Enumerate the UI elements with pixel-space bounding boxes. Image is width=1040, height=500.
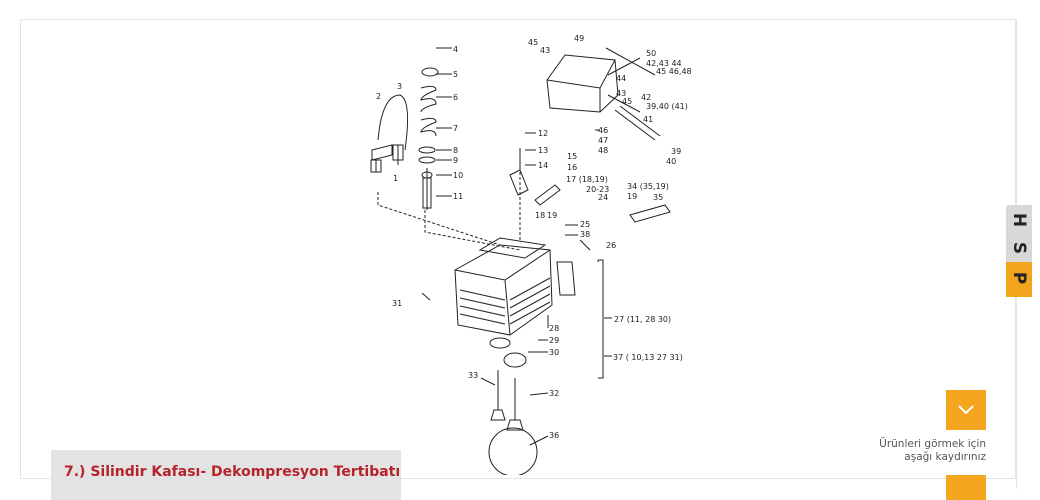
svg-text:4: 4 xyxy=(453,45,458,54)
scroll-hint-line1: Ürünleri görmek için xyxy=(879,438,986,450)
svg-text:2: 2 xyxy=(376,92,381,101)
svg-text:20-23: 20-23 xyxy=(586,185,609,194)
svg-text:37 ( 10,13 27 31): 37 ( 10,13 27 31) xyxy=(613,353,683,362)
svg-text:27 (11, 28 30): 27 (11, 28 30) xyxy=(614,315,671,324)
svg-text:8: 8 xyxy=(453,146,458,155)
svg-text:45: 45 xyxy=(622,97,632,106)
svg-text:47: 47 xyxy=(598,136,608,145)
svg-text:9: 9 xyxy=(453,156,458,165)
svg-text:10: 10 xyxy=(453,171,463,180)
svg-text:35: 35 xyxy=(653,193,663,202)
svg-text:39: 39 xyxy=(671,147,681,156)
svg-text:7: 7 xyxy=(453,124,458,133)
scroll-hint: Ürünleri görmek için aşağı kaydırınız xyxy=(860,438,986,464)
svg-text:11: 11 xyxy=(453,192,463,201)
svg-text:39.40 (41): 39.40 (41) xyxy=(646,102,688,111)
svg-text:43: 43 xyxy=(616,89,626,98)
svg-text:14: 14 xyxy=(538,161,548,170)
svg-text:16: 16 xyxy=(567,163,577,172)
scroll-button-secondary[interactable] xyxy=(946,475,986,500)
svg-text:50: 50 xyxy=(646,49,656,58)
svg-text:12: 12 xyxy=(538,129,548,138)
svg-text:17 (18,19): 17 (18,19) xyxy=(566,175,608,184)
chevron-down-icon xyxy=(958,405,974,415)
scroll-down-button[interactable] xyxy=(946,390,986,430)
svg-text:15: 15 xyxy=(567,152,577,161)
caption-title: 7.) Silindir Kafası- Dekompresyon Tertib… xyxy=(64,464,401,480)
svg-text:1: 1 xyxy=(393,174,398,183)
svg-text:42: 42 xyxy=(641,93,651,102)
svg-text:48: 48 xyxy=(598,146,608,155)
svg-text:25: 25 xyxy=(580,220,590,229)
svg-text:43: 43 xyxy=(540,46,550,55)
svg-text:31: 31 xyxy=(392,299,402,308)
svg-text:44: 44 xyxy=(616,74,626,83)
svg-text:29: 29 xyxy=(549,336,559,345)
svg-text:24: 24 xyxy=(598,193,608,202)
svg-text:41: 41 xyxy=(643,115,653,124)
content-frame xyxy=(20,19,1016,479)
svg-text:18: 18 xyxy=(535,211,545,220)
svg-text:19: 19 xyxy=(627,192,637,201)
svg-text:42,43 44: 42,43 44 xyxy=(646,59,682,68)
svg-text:46: 46 xyxy=(598,126,608,135)
svg-text:3: 3 xyxy=(397,82,402,91)
svg-text:28: 28 xyxy=(549,324,559,333)
svg-text:38: 38 xyxy=(580,230,590,239)
hsp-tab-accent xyxy=(1006,262,1032,297)
svg-text:45 46,48: 45 46,48 xyxy=(656,67,692,76)
svg-text:40: 40 xyxy=(666,157,676,166)
hsp-letter-p: P xyxy=(1009,271,1029,285)
svg-text:6: 6 xyxy=(453,93,458,102)
section-caption: 7.) Silindir Kafası- Dekompresyon Tertib… xyxy=(51,450,401,500)
svg-text:19: 19 xyxy=(547,211,557,220)
svg-text:34 (35,19): 34 (35,19) xyxy=(627,182,669,191)
hsp-letter-s: S xyxy=(1009,241,1029,255)
svg-text:49: 49 xyxy=(574,34,584,43)
svg-text:45: 45 xyxy=(528,38,538,47)
svg-text:33: 33 xyxy=(468,371,478,380)
exploded-parts-diagram: 4 5 6 7 8 9 10 11 2 3 1 12 13 14 15 16 1… xyxy=(370,34,692,475)
svg-text:32: 32 xyxy=(549,389,559,398)
svg-text:36: 36 xyxy=(549,431,559,440)
scroll-hint-line2: aşağı kaydırınız xyxy=(904,451,986,463)
svg-text:13: 13 xyxy=(538,146,548,155)
hsp-letter-h: H xyxy=(1009,212,1029,228)
svg-text:26: 26 xyxy=(606,241,616,250)
svg-text:5: 5 xyxy=(453,70,458,79)
svg-text:30: 30 xyxy=(549,348,559,357)
